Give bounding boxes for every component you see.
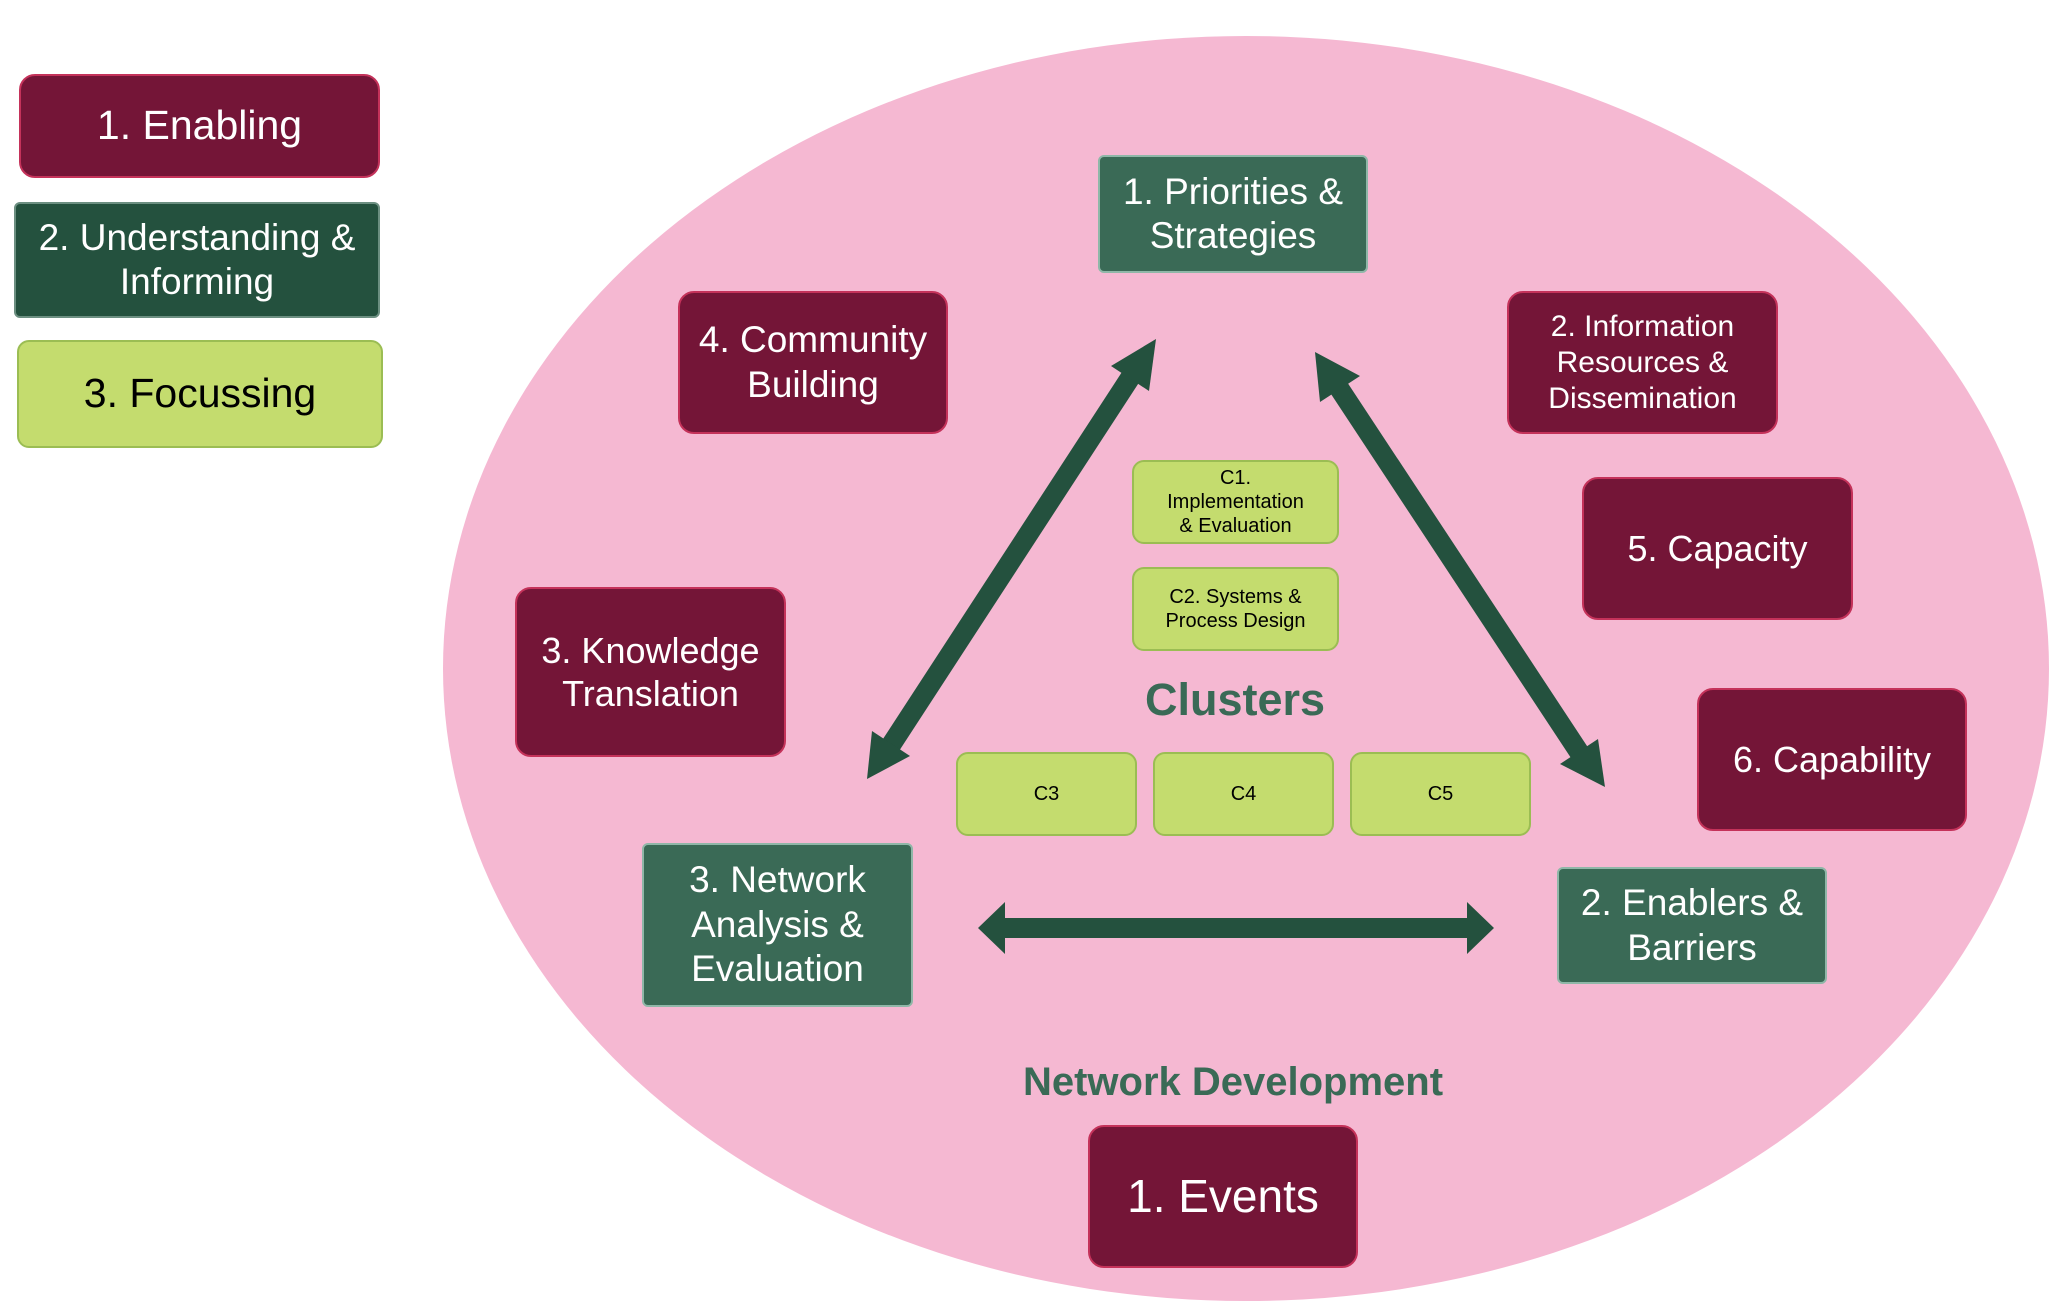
cluster-c4-box: C4 bbox=[1153, 752, 1334, 836]
knowledge-translation-label: 3. Knowledge Translation bbox=[541, 629, 760, 714]
events-label: 1. Events bbox=[1127, 1169, 1319, 1222]
arrow-horizontal bbox=[978, 902, 1494, 954]
cluster-c5-label: C5 bbox=[1427, 783, 1454, 805]
arrow-left-diagonal bbox=[867, 339, 1156, 779]
capability-box: 6. Capability bbox=[1697, 688, 1967, 831]
information-resources-box: 2. Information Resources & Dissemination bbox=[1507, 291, 1778, 434]
cluster-c2-label: C2. Systems & Process Design bbox=[1165, 586, 1306, 632]
legend-enabling-label: 1. Enabling bbox=[96, 102, 303, 149]
network-analysis-box: 3. Network Analysis & Evaluation bbox=[642, 843, 913, 1007]
network-development-title: Network Development bbox=[1022, 1060, 1444, 1104]
cluster-c1-label: C1. Implementation & Evaluation bbox=[1167, 467, 1304, 537]
legend-focussing-label: 3. Focussing bbox=[83, 370, 317, 417]
legend-enabling: 1. Enabling bbox=[19, 74, 380, 178]
capacity-label: 5. Capacity bbox=[1627, 527, 1808, 569]
network-analysis-label: 3. Network Analysis & Evaluation bbox=[689, 859, 866, 990]
priorities-strategies-label: 1. Priorities & Strategies bbox=[1122, 170, 1343, 256]
legend-understanding-informing: 2. Understanding & Informing bbox=[14, 202, 380, 318]
capacity-box: 5. Capacity bbox=[1582, 477, 1853, 620]
capability-label: 6. Capability bbox=[1732, 738, 1932, 780]
community-building-box: 4. Community Building bbox=[678, 291, 948, 434]
cluster-c1-box: C1. Implementation & Evaluation bbox=[1132, 460, 1339, 544]
cluster-c5-box: C5 bbox=[1350, 752, 1531, 836]
knowledge-translation-box: 3. Knowledge Translation bbox=[515, 587, 786, 757]
cluster-c4-label: C4 bbox=[1230, 783, 1257, 805]
events-box: 1. Events bbox=[1088, 1125, 1358, 1268]
clusters-title: Clusters bbox=[1144, 674, 1326, 725]
legend-focussing: 3. Focussing bbox=[17, 340, 383, 448]
arrow-right-diagonal bbox=[1315, 352, 1605, 787]
priorities-strategies-box: 1. Priorities & Strategies bbox=[1098, 155, 1368, 273]
cluster-c2-box: C2. Systems & Process Design bbox=[1132, 567, 1339, 651]
enablers-barriers-box: 2. Enablers & Barriers bbox=[1557, 867, 1827, 984]
cluster-c3-box: C3 bbox=[956, 752, 1137, 836]
information-resources-label: 2. Information Resources & Dissemination bbox=[1548, 309, 1737, 415]
legend-understanding-label: 2. Understanding & Informing bbox=[38, 216, 356, 302]
cluster-c3-label: C3 bbox=[1033, 783, 1060, 805]
enablers-barriers-label: 2. Enablers & Barriers bbox=[1580, 882, 1804, 968]
community-building-label: 4. Community Building bbox=[698, 319, 928, 405]
